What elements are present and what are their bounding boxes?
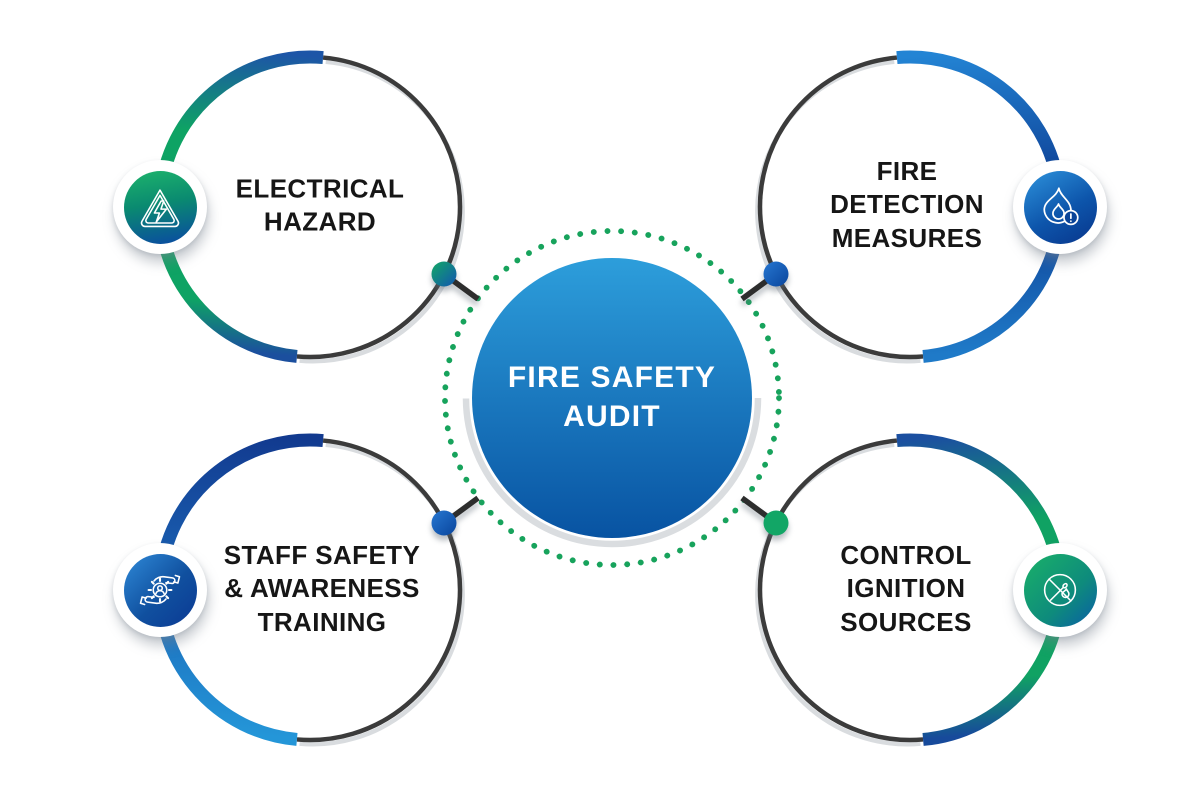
electrical-hazard-icon [140, 189, 180, 228]
connector-dot-tl [431, 261, 457, 287]
center-circle [472, 258, 752, 538]
node-label-electrical-hazard: ELECTRICAL HAZARD [235, 173, 405, 237]
flame-alert-icon [1043, 187, 1079, 226]
node-label-fire-detection: FIRE DETECTION MEASURES [830, 156, 984, 253]
node-label-staff-training: STAFF SAFETY & AWARENESS TRAINING [223, 540, 421, 637]
fire-detection-badge-core [1023, 170, 1097, 244]
center-dotted-ring [442, 228, 782, 568]
center-hub [442, 228, 782, 568]
connector-dot-br [763, 510, 789, 536]
connector-dot-tr [763, 261, 789, 287]
hands-gear-person-icon [139, 574, 181, 606]
connector-dot-bl [431, 510, 457, 536]
node-label-control-ignition: CONTROL IGNITION SOURCES [840, 540, 972, 637]
center-title: FIRE SAFETY AUDIT [507, 361, 717, 433]
center-shadow-ring [462, 248, 762, 548]
staff-training-badge [113, 543, 207, 637]
fire-detection-badge [1013, 160, 1107, 254]
control-ignition-badge-core [1023, 553, 1097, 627]
control-ignition-badge [1013, 543, 1107, 637]
staff-training-badge-core [123, 553, 197, 627]
electrical-hazard-badge [113, 160, 207, 254]
electrical-hazard-badge-core [123, 170, 197, 244]
connectors [431, 261, 789, 536]
no-ignition-icon [1043, 573, 1077, 607]
